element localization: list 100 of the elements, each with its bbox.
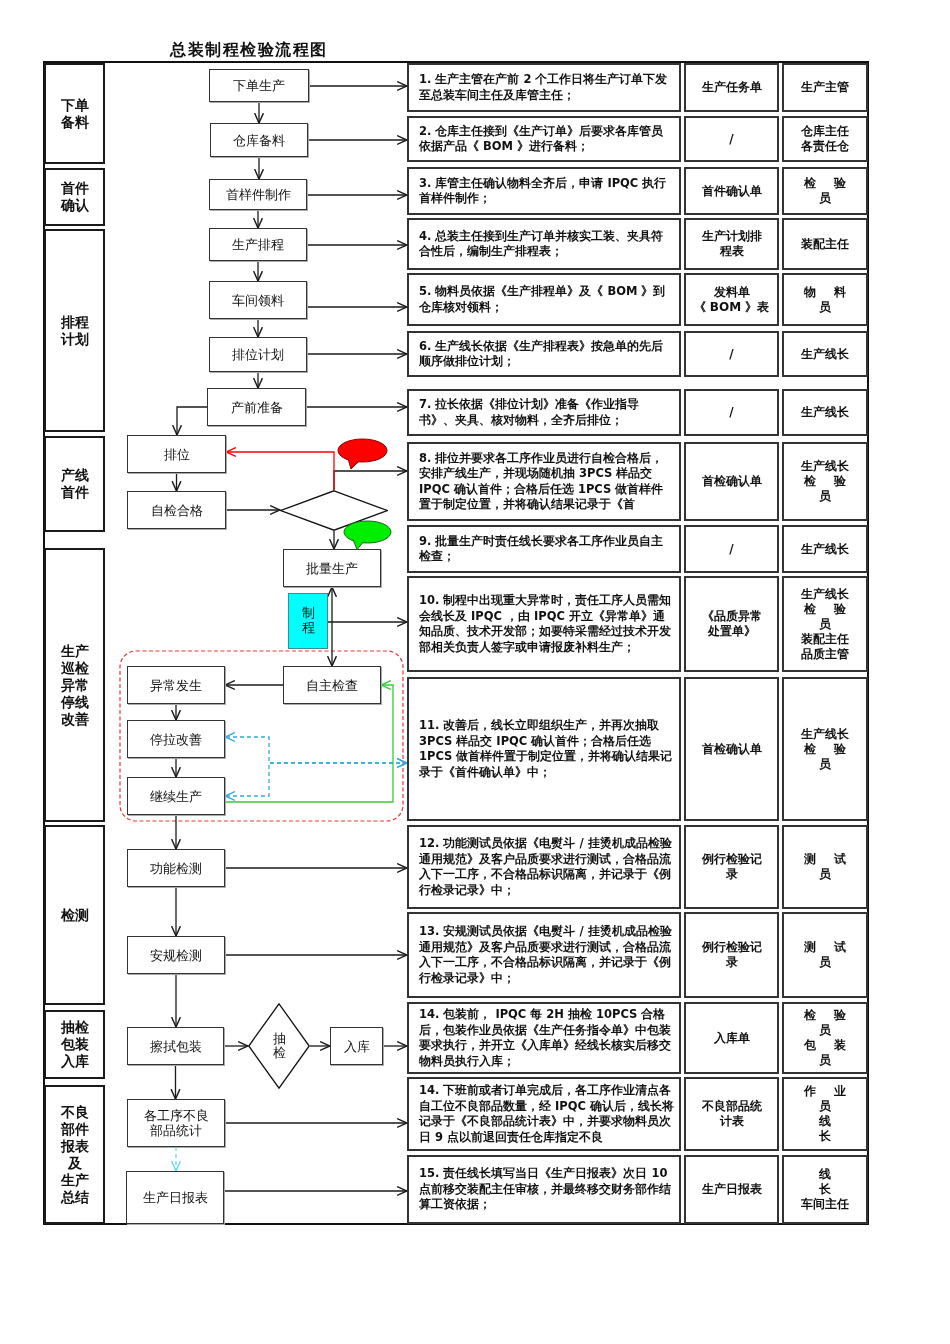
step-description: 14. 下班前或者订单完成后，各工序作业清点各自工位不良部品数量，经 IPQC 确认后，线长将记录于《不良部品统计表》中，并要求物料员次日 9 点以前退回责任仓库指定不良 — [419, 1083, 674, 1145]
form-name: 发料单 — [713, 284, 750, 300]
form-name: 生产日报表 — [701, 1182, 762, 1197]
step-label: 擦拭包装 — [149, 1038, 202, 1054]
role-name: 装配主任 — [800, 236, 850, 252]
role-cell — [782, 1077, 868, 1151]
form-cell — [684, 576, 779, 672]
arrow — [307, 134, 408, 146]
role-name: 生产线长 — [800, 586, 850, 602]
description-cell — [407, 576, 681, 672]
arrow — [309, 1040, 331, 1052]
step-description: 11. 改善后，线长立即组织生产，并再次抽取 3PCS 样品交 IPQC 确认首件；合格后任选 1PCS 做首样件置于制定位置，并将确认结果记录于《首件确认单》中； — [419, 718, 674, 780]
phase-box — [44, 63, 105, 164]
arrow — [306, 301, 408, 313]
step-label: 停拉改善 — [150, 731, 202, 747]
process-box — [209, 179, 307, 210]
step-label: 安规检测 — [150, 947, 202, 963]
arrow — [252, 209, 264, 229]
form-cell — [684, 525, 779, 573]
step-description: 14. 包装前， IPQC 每 2H 抽检 10PCS 合格后，包装作业员依据《生产任务指令单》中包装要求执行，并开立《入库单》经线长核实后移交物料员执行入库； — [419, 1007, 672, 1069]
description-cell — [407, 677, 681, 821]
role-name: 检 验员 — [803, 176, 847, 206]
step-label: 排位 — [163, 446, 190, 462]
role-cell — [782, 218, 868, 270]
role-name: 生产线长 — [800, 405, 850, 420]
phase-box — [44, 548, 105, 822]
role-name: 品质主管 — [800, 646, 850, 662]
arrow — [252, 371, 264, 389]
step-label: 制程 — [301, 606, 315, 636]
dashed-arrow — [224, 757, 408, 802]
phase-label: 检测 — [60, 906, 89, 924]
role-name: 测 试员 — [803, 852, 847, 882]
step-description: 8. 排位并要求各工序作业员进行自检合格后，安排产线生产，并现场随机抽 3PCS 样品交 IPQC 确认首件；合格后任选 1PCS 做首样件置于制定位置，并将确认结果记录于《首 — [419, 450, 665, 513]
process-tag — [288, 593, 328, 649]
description-cell — [407, 825, 681, 909]
step-description: 15. 责任线长填写当日《生产日报表》次日 10 点前移交装配主任审核，并最终移交财务部作结算工资依据； — [419, 1166, 672, 1213]
step-description: 4. 总装主任接到生产订单并核实工装、夹具符合性后，编制生产排程表； — [419, 228, 665, 260]
step-label: 各工序不良部品统计 — [142, 1108, 210, 1138]
phase-box — [44, 436, 105, 532]
role-name: 检 验员 — [803, 1008, 847, 1038]
step-label: 生产排程 — [232, 237, 284, 252]
step-description: 6. 生产线长依据《生产排程表》按急单的先后顺序做排位计划； — [419, 338, 665, 370]
role-name: 检 验员 — [803, 741, 847, 772]
role-cell — [782, 825, 868, 909]
role-cell — [782, 116, 868, 162]
process-box — [127, 720, 225, 758]
role-name: 仓库主任 — [800, 124, 850, 139]
form-name: 首件确认单 — [701, 183, 762, 199]
step-label: 自主检查 — [306, 677, 358, 693]
process-box — [210, 123, 308, 157]
role-cell — [782, 525, 868, 573]
arrow — [170, 703, 182, 721]
step-description: 12. 功能测试员依据《电熨斗 / 挂烫机成品检验通用规范》及客户品质要求进行测试，合格品流入下一工序，不合格品标识隔离，并记录于《例行检录记录》中； — [419, 836, 673, 898]
role-name: 车间主任 — [800, 1197, 850, 1212]
form-name: 例行检验记录 — [700, 940, 763, 970]
role-name: 装配主任 — [800, 631, 850, 647]
phase-box — [44, 1085, 105, 1224]
description-cell — [407, 912, 681, 998]
arrow — [306, 348, 408, 360]
form-cell — [684, 273, 779, 326]
process-box — [330, 1027, 383, 1065]
role-name: 检 验员 — [803, 474, 847, 504]
role-name: 生产线长 — [800, 726, 850, 742]
arrow — [223, 1185, 408, 1197]
form-cell — [684, 825, 779, 909]
arrow — [224, 862, 408, 874]
form-name: 《品质异常处置单》 — [700, 609, 763, 639]
arrow — [224, 1117, 408, 1129]
description-cell — [407, 389, 681, 436]
process-box — [127, 666, 225, 704]
role-cell — [782, 912, 868, 998]
role-name: 检 验员 — [803, 601, 847, 632]
description-cell — [407, 63, 681, 112]
arrow — [224, 679, 284, 691]
phase-box — [44, 229, 105, 432]
form-name: / — [729, 346, 734, 362]
arrow — [252, 318, 264, 338]
arrow — [253, 156, 265, 180]
form-name: / — [729, 405, 734, 420]
arrow — [326, 586, 338, 667]
role-cell — [782, 677, 868, 821]
description-cell — [407, 167, 681, 215]
form-cell — [684, 1155, 779, 1224]
process-box — [207, 388, 306, 426]
role-cell — [782, 167, 868, 215]
form-name: 生产计划排程表 — [700, 229, 763, 259]
step-label: 继续生产 — [150, 788, 202, 804]
role-name: 测 试员 — [803, 940, 847, 970]
process-box — [127, 777, 225, 815]
form-cell — [684, 677, 779, 821]
phase-label: 抽检包装入库 — [60, 1019, 89, 1070]
step-description: 2. 仓库主任接到《生产订单》后要求各库管员依据产品《 BOM 》进行备料； — [419, 123, 665, 155]
form-cell — [684, 218, 779, 270]
role-cell — [782, 273, 868, 326]
step-description: 9. 批量生产时责任线长要求各工序作业员自主检查； — [419, 533, 665, 565]
arrow — [170, 1064, 181, 1100]
arrow — [170, 814, 182, 850]
arrow — [171, 406, 208, 436]
role-cell — [782, 389, 868, 436]
description-cell — [407, 1155, 681, 1224]
